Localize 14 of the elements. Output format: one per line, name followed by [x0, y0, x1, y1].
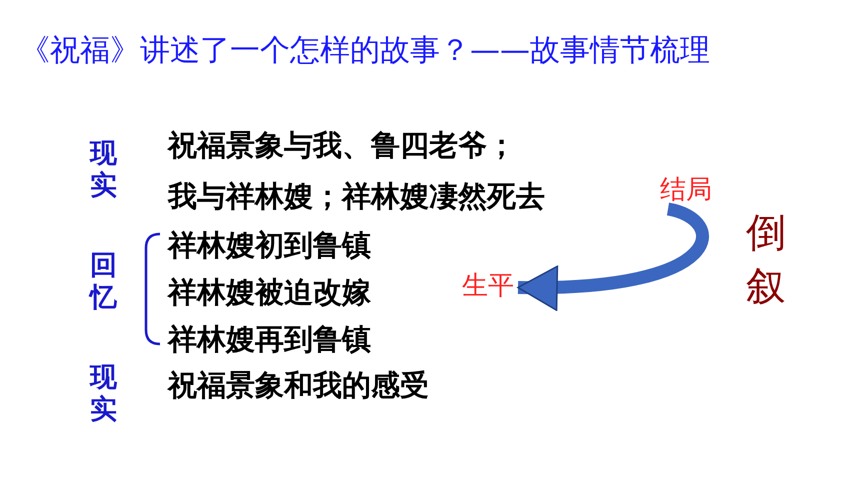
section-label: 现实 — [90, 362, 118, 426]
slide-title: 《祝福》讲述了一个怎样的故事？——故事情节梳理 — [20, 32, 710, 70]
curved-arrow — [517, 202, 709, 310]
plot-line-text: 祥林嫂被迫改嫁 — [168, 274, 371, 311]
annotation-text: 结局 — [660, 172, 712, 207]
annotation-text: 生平 — [462, 268, 514, 303]
section-label: 现实 — [90, 138, 118, 202]
section-label: 回忆 — [90, 250, 118, 314]
plot-line-text: 祝福景象和我的感受 — [168, 367, 429, 404]
plot-line-text: 我与祥林嫂；祥林嫂凄然死去 — [168, 178, 545, 215]
technique-label: 倒叙 — [746, 209, 787, 312]
plot-line-text: 祥林嫂初到鲁镇 — [168, 227, 371, 264]
plot-line-text: 祥林嫂再到鲁镇 — [168, 321, 371, 358]
plot-line-text: 祝福景象与我、鲁四老爷； — [168, 127, 516, 164]
